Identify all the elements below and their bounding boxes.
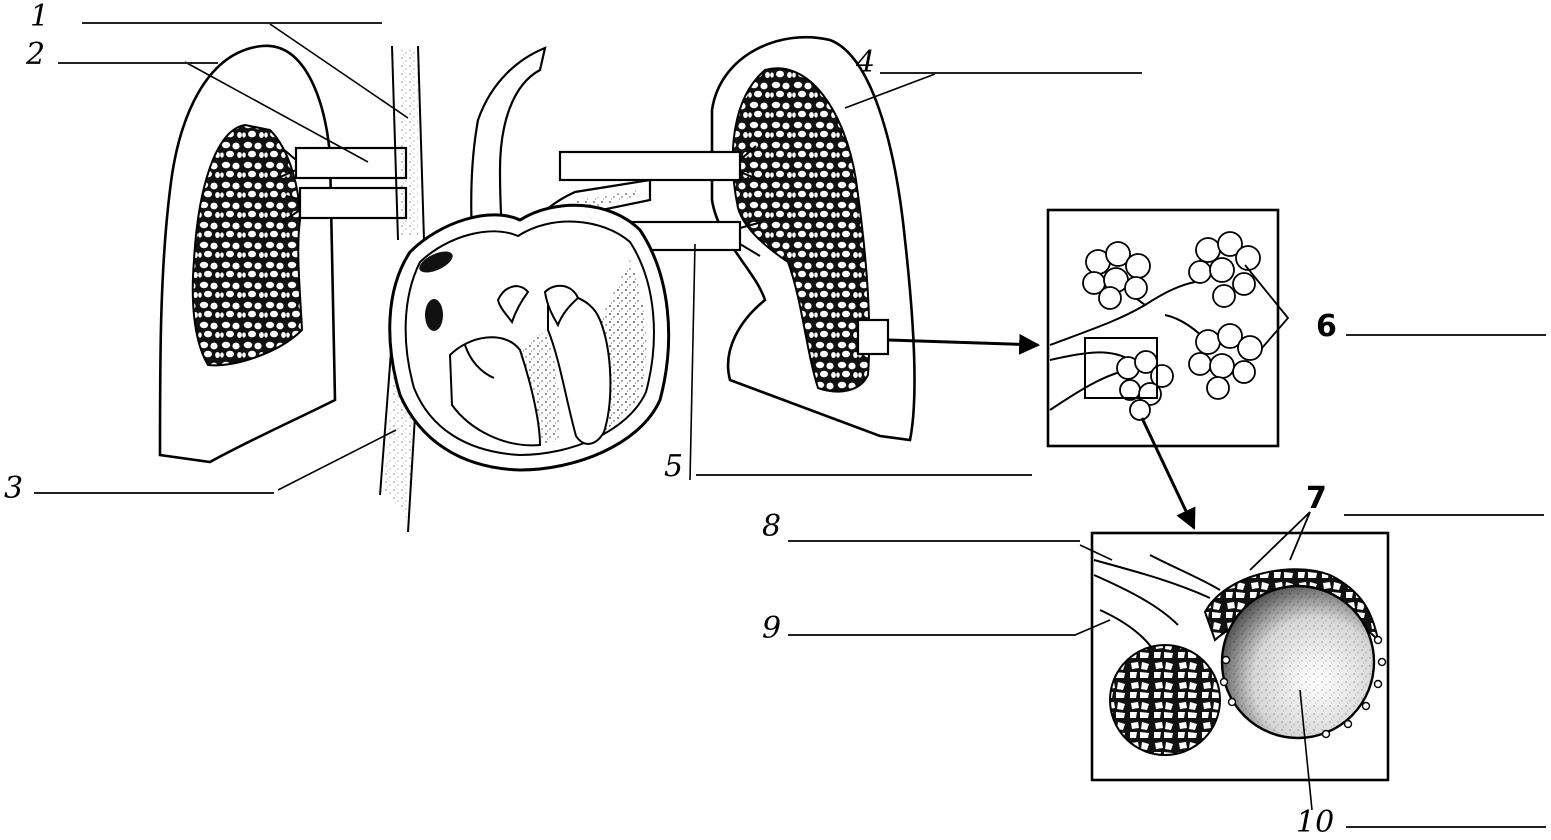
right-atrium-opening-lower [425,299,443,331]
right-upper-vessel [560,152,740,180]
alveolus-sac-stipple [1222,586,1374,738]
answer-blank-9[interactable] [788,634,1076,636]
answer-blank-10[interactable] [1346,826,1546,828]
zoom-box-alveolus [1075,418,1388,810]
lung-highlight-box [858,320,888,354]
lobule-frame [1048,210,1278,446]
capillary-net-ball [1110,645,1220,755]
answer-blank-8[interactable] [788,540,1080,542]
left-lung [160,46,335,462]
label-8: 8 [762,512,781,542]
answer-blank-4[interactable] [880,72,1142,74]
label-7: 7 [1306,484,1327,514]
right-lung [712,37,915,440]
answer-blank-7[interactable] [1344,514,1544,516]
svc-shading [400,50,418,236]
answer-blank-3[interactable] [34,492,274,494]
leader-5 [690,244,695,480]
label-4: 4 [856,48,875,78]
label-3: 3 [4,474,23,504]
label-6: 6 [1316,312,1337,342]
label-10: 10 [1296,808,1334,838]
answer-blank-1[interactable] [82,22,382,24]
label-5: 5 [664,452,683,482]
heart [390,205,669,470]
label-2: 2 [26,40,45,70]
label-1: 1 [30,2,49,32]
label-9: 9 [762,614,781,644]
answer-blank-6[interactable] [1346,334,1546,336]
left-lower-vessel [300,188,406,218]
zoom-box-lobule [858,210,1288,446]
answer-blank-5[interactable] [696,474,1032,476]
leader-3 [278,430,396,490]
answer-blank-2[interactable] [58,62,218,64]
